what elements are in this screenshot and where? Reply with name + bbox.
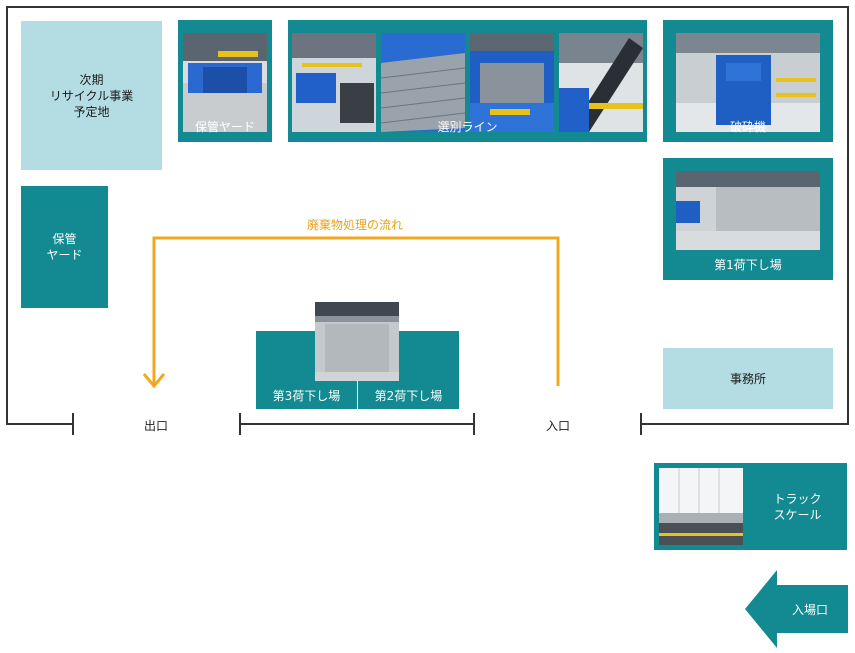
sorting-photo-2 <box>381 33 465 132</box>
entrance-arrow-shape <box>745 570 848 648</box>
crusher-label: 破砕機 <box>729 120 766 134</box>
office-label: 事務所 <box>729 371 766 386</box>
building-outline <box>6 6 849 425</box>
exit-gate-label: 出口 <box>143 419 168 433</box>
crusher-photo <box>676 33 820 132</box>
unload-1-label: 第1荷下し場 <box>714 258 782 272</box>
unload-area-1: 第1荷下し場 <box>663 158 833 280</box>
storage-yard-top: 保管ヤード <box>178 20 272 142</box>
truck-scale-area: トラック スケール <box>654 463 847 550</box>
crusher-area: 破砕機 <box>663 20 833 142</box>
storage-yard-left-label: 保管 ヤード <box>46 232 83 262</box>
office-area: 事務所 <box>663 348 833 409</box>
entrance-gate-label: 入口 <box>545 419 570 433</box>
sorting-photo-4 <box>559 33 643 132</box>
unload-23-photo <box>315 302 399 381</box>
flow-arrow-line <box>152 236 560 386</box>
sorting-line-label: 選別ライン <box>437 120 498 134</box>
future-recycle-label: 次期 リサイクル事業 予定地 <box>49 72 134 119</box>
flow-arrow-head <box>142 373 166 389</box>
site-entrance-label: 入場口 <box>791 603 828 617</box>
sorting-line-area: 選別ライン <box>288 20 647 142</box>
storage-yard-left: 保管 ヤード <box>21 186 108 308</box>
unload-3-label: 第3荷下し場 <box>272 389 341 403</box>
future-recycle-area: 次期 リサイクル事業 予定地 <box>21 21 162 170</box>
sorting-photo-3 <box>470 33 554 132</box>
storage-yard-top-label: 保管ヤード <box>194 120 255 134</box>
unload-2-label: 第2荷下し場 <box>374 389 443 403</box>
waste-flow-label: 廃棄物処理の流れ <box>307 218 404 232</box>
truck-scale-photo <box>659 468 743 545</box>
sorting-photo-1 <box>292 33 376 132</box>
unload-1-photo <box>676 171 820 250</box>
truck-scale-label: トラック スケール <box>773 491 822 522</box>
storage-yard-photo <box>183 33 267 132</box>
